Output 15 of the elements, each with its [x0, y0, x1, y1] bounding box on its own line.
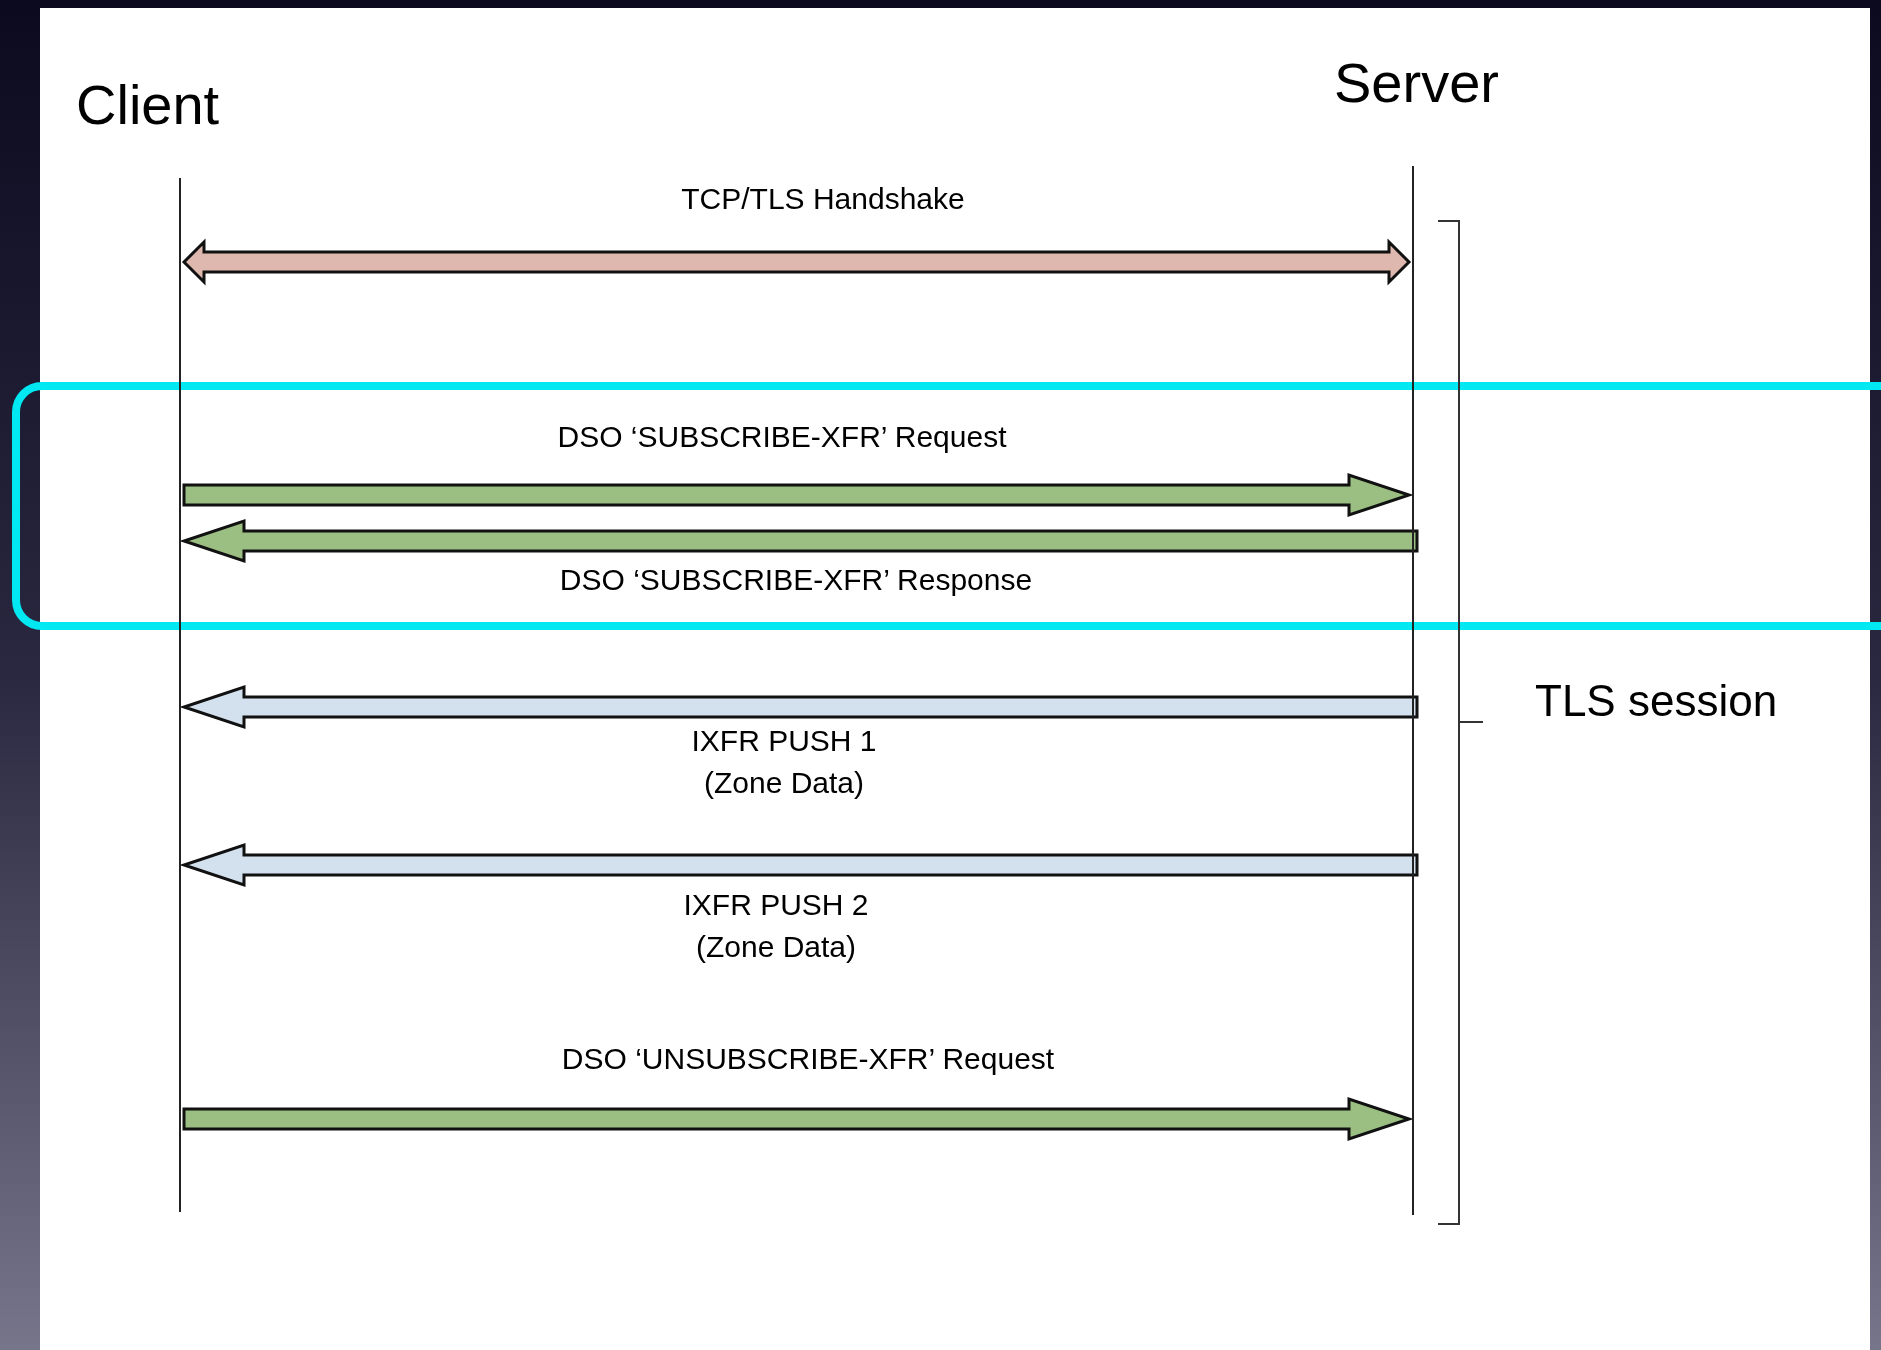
message-label: DSO ‘UNSUBSCRIBE-XFR’ Request [560, 1041, 1056, 1077]
message-label: IXFR PUSH 2 (Zone Data) [682, 887, 870, 965]
block-arrow [181, 238, 1412, 286]
participant-label: Server [1334, 50, 1499, 115]
participant-label: Client [76, 72, 220, 137]
block-arrow [179, 518, 1419, 564]
bracket-label: TLS session [1535, 676, 1778, 726]
block-arrow [182, 1096, 1414, 1142]
message-label: TCP/TLS Handshake [680, 181, 966, 217]
block-arrow [182, 472, 1414, 518]
message-label: DSO ‘SUBSCRIBE-XFR’ Request [556, 419, 1008, 455]
block-arrow [179, 684, 1419, 730]
block-arrow [179, 842, 1419, 888]
message-label: DSO ‘SUBSCRIBE-XFR’ Response [558, 562, 1034, 598]
message-label: IXFR PUSH 1 (Zone Data) [690, 723, 878, 801]
